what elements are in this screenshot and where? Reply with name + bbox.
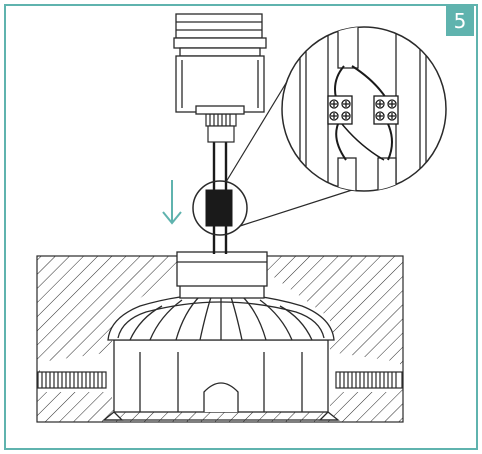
cable-connector <box>205 189 233 227</box>
down-arrow-icon <box>162 180 182 225</box>
mounting-box <box>102 283 340 421</box>
zoom-source-circle <box>192 180 248 236</box>
zoom-callout-lines <box>225 69 353 227</box>
instruction-frame: 5 <box>4 4 478 450</box>
left-conduit <box>37 371 107 389</box>
wiring-detail-zoom <box>281 26 447 192</box>
screw-terminal-icon <box>327 95 353 125</box>
installation-sleeve <box>176 251 268 287</box>
cable-gland <box>205 113 237 143</box>
step-number-badge: 5 <box>446 6 474 36</box>
screw-terminal-icon <box>373 95 399 125</box>
light-fixture <box>173 13 267 115</box>
right-conduit <box>335 371 403 389</box>
